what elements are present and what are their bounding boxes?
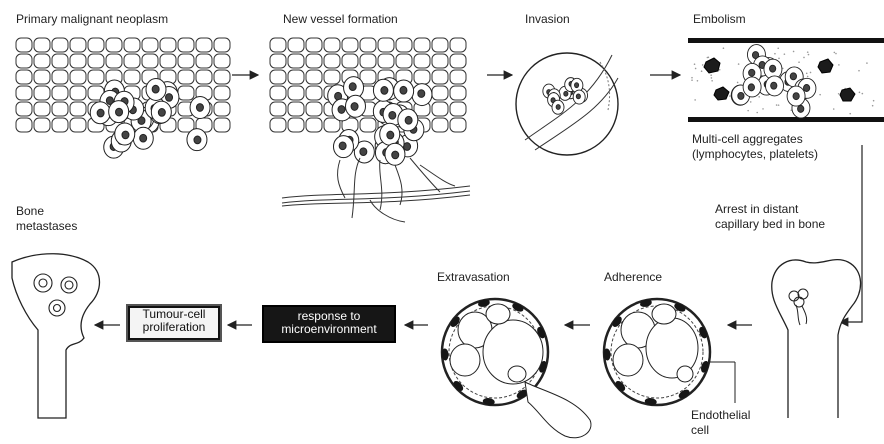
adherence-label: Adherence <box>604 270 662 284</box>
extravasation-label: Extravasation <box>437 270 510 284</box>
invasion-label: Invasion <box>525 12 570 26</box>
aggregates-label-line1: Multi-cell aggregates <box>692 132 803 146</box>
primary-neoplasm-illustration <box>16 38 230 158</box>
response-line2: microenvironment <box>264 323 394 336</box>
vessel-formation-label: New vessel formation <box>283 12 398 26</box>
proliferation-line2: proliferation <box>130 321 218 334</box>
adherence-illustration <box>603 299 735 406</box>
extravasation-illustration <box>441 299 591 438</box>
endothelial-label-line2: cell <box>691 423 709 437</box>
invasion-illustration <box>516 53 618 155</box>
arrest-label-line2: capillary bed in bone <box>715 217 825 231</box>
bone-metastases-label-line2: metastases <box>16 219 77 233</box>
aggregates-label-line2: (lymphocytes, platelets) <box>692 147 818 161</box>
primary-neoplasm-label: Primary malignant neoplasm <box>16 12 168 26</box>
metastases-bone-illustration <box>12 254 100 418</box>
arrest-bone-illustration <box>772 260 861 418</box>
endothelial-label-line1: Endothelial <box>691 408 750 422</box>
process-arrows <box>95 75 862 325</box>
embolism-label: Embolism <box>693 12 746 26</box>
vessel-formation-illustration <box>270 38 470 222</box>
capillary-network <box>282 158 470 222</box>
response-line1: response to <box>264 307 394 323</box>
embolism-illustration <box>688 38 884 122</box>
proliferation-box: Tumour-cell proliferation <box>128 306 220 340</box>
response-box: response to microenvironment <box>262 305 396 343</box>
arrest-label-line1: Arrest in distant <box>715 202 798 216</box>
bone-metastases-label-line1: Bone <box>16 204 44 218</box>
